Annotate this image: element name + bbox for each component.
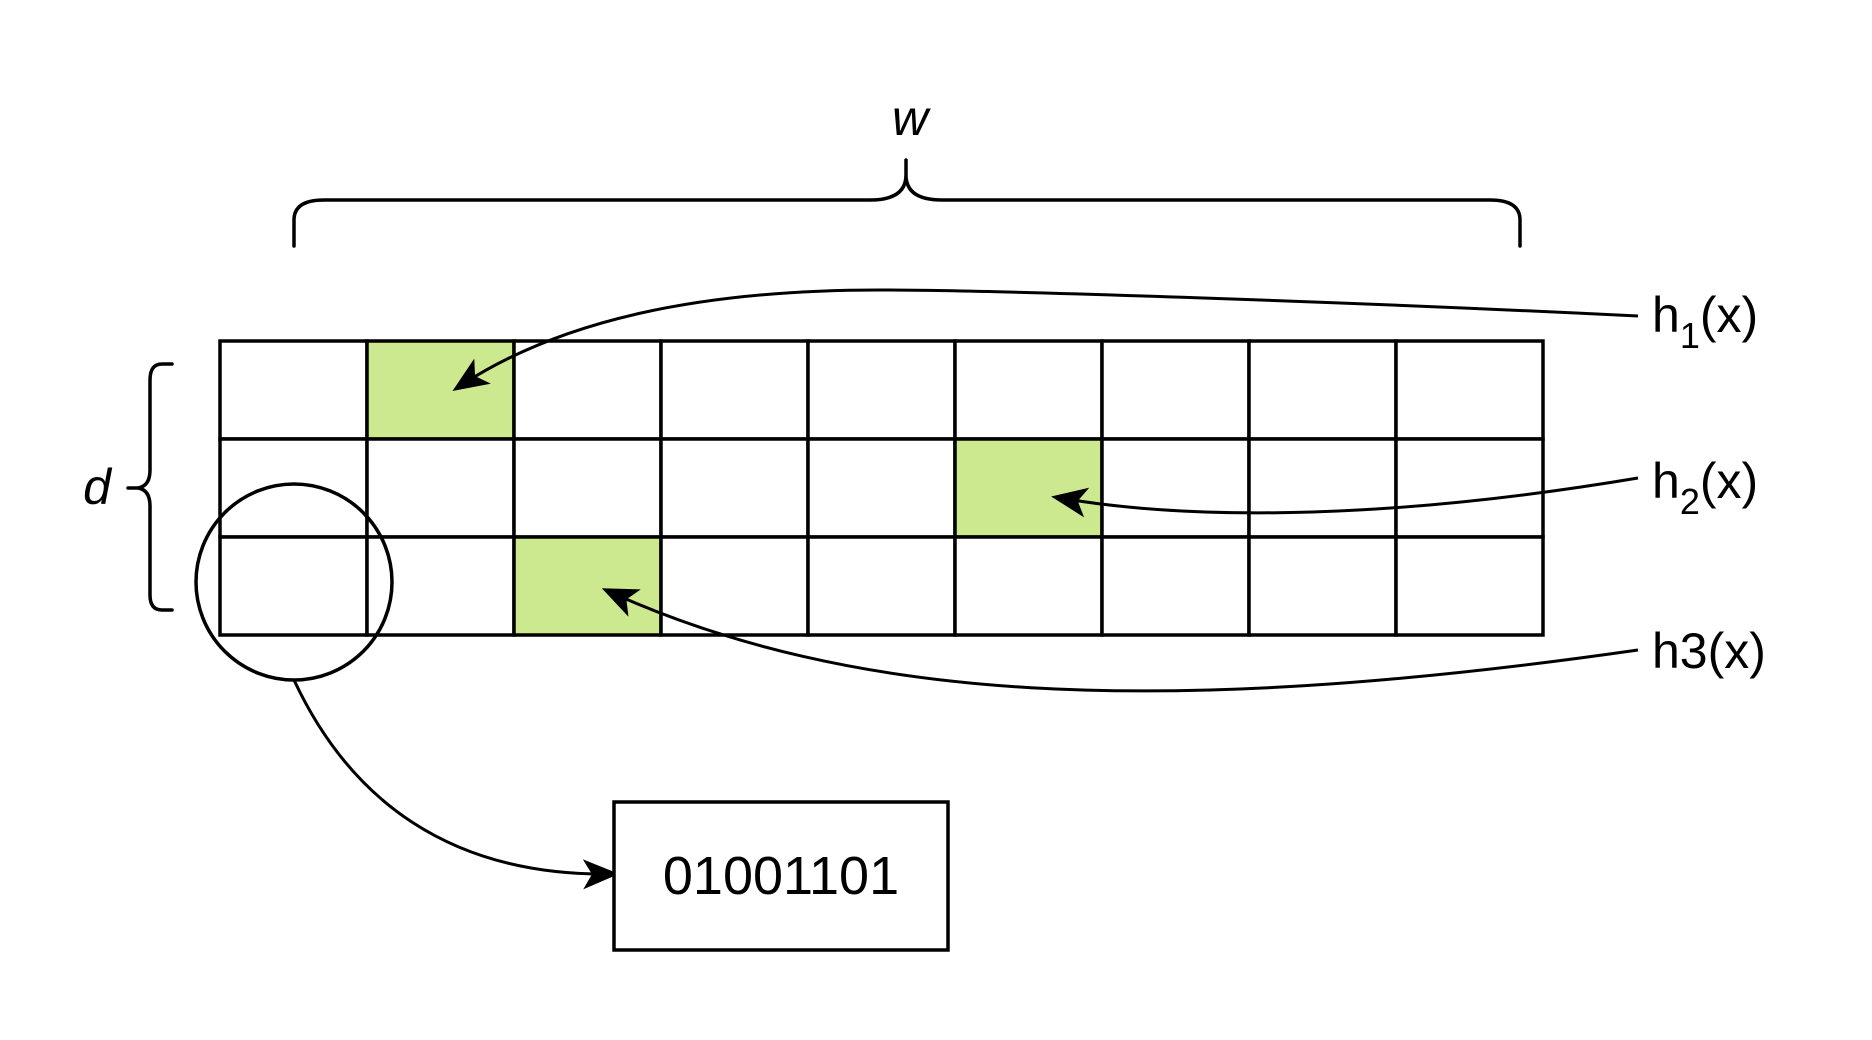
h2-arrow	[1051, 476, 1639, 518]
highlighted-counter-cell	[512, 535, 663, 637]
counter-cell	[806, 535, 957, 637]
counter-value: 01001101	[663, 846, 899, 906]
counter-cell	[1247, 339, 1398, 441]
depth-label: d	[83, 459, 113, 515]
counter-cell	[806, 437, 957, 539]
counter-cell	[1100, 535, 1251, 637]
width-brace	[292, 158, 1522, 248]
counter-cell	[953, 535, 1104, 637]
width-label: w	[892, 90, 931, 146]
sketch-grid	[218, 339, 1545, 637]
counter-cell	[218, 535, 369, 637]
counter-cell	[365, 437, 516, 539]
counter-cell	[659, 535, 810, 637]
counter-cell	[1394, 339, 1545, 441]
counter-cell	[806, 339, 957, 441]
counter-cell	[1100, 437, 1251, 539]
counter-cell	[953, 339, 1104, 441]
h3-label: h3(x)	[1652, 623, 1766, 679]
counter-cell	[512, 339, 663, 441]
counter-cell	[218, 339, 369, 441]
counter-cell	[1247, 535, 1398, 637]
counter-cell	[659, 339, 810, 441]
counter-cell	[1247, 437, 1398, 539]
h1-arrow	[452, 288, 1639, 391]
counter-cell	[1100, 339, 1251, 441]
counter-value-box	[612, 800, 950, 952]
depth-brace	[126, 362, 174, 612]
counter-cell	[218, 437, 369, 539]
highlighted-counter-cell	[365, 339, 516, 441]
h3-arrow	[601, 588, 1639, 693]
zoom-arrow	[292, 679, 619, 890]
highlighted-counter-cell	[953, 437, 1104, 539]
counter-cell	[1394, 437, 1545, 539]
counter-cell	[659, 437, 810, 539]
counter-cell	[512, 437, 663, 539]
h1-label: h1(x)	[1652, 287, 1758, 356]
counter-cell	[1394, 535, 1545, 637]
h2-label: h2(x)	[1652, 453, 1758, 522]
counter-cell	[365, 535, 516, 637]
